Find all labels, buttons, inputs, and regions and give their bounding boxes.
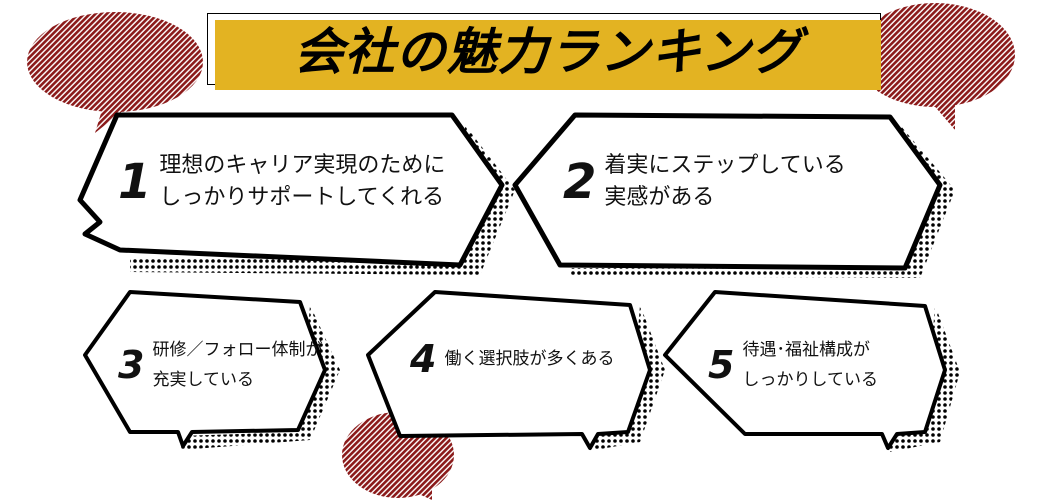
red-speech-bubble-right: [855, 3, 1015, 130]
title-background: [215, 20, 881, 90]
rank-text: 着実にステップしている 実感がある: [604, 153, 846, 210]
rank-number: 3: [118, 343, 145, 387]
rank-item-1: 1 理想のキャリア実現のために しっかりサポートしてくれる: [118, 150, 445, 214]
rank-text: 理想のキャリア実現のために しっかりサポートしてくれる: [159, 153, 446, 210]
rank-item-2: 2 着実にステップしている 実感がある: [563, 150, 846, 214]
rank-item-4: 4 働く選択肢が多くある: [410, 340, 614, 378]
rank-box-3: [83, 290, 327, 448]
rank-number: 5: [708, 343, 735, 387]
rank-number: 2: [563, 154, 597, 210]
rank-number: 1: [118, 154, 152, 210]
rank-number: 4: [410, 337, 437, 381]
rank-text: 研修／フォロー体制が 充実している: [152, 340, 323, 390]
dot-shadow-4: [595, 305, 665, 450]
rank-box-1: [77, 112, 505, 268]
rank-box-4: [366, 290, 652, 450]
rank-item-3: 3 研修／フォロー体制が 充実している: [118, 335, 322, 395]
rank-box-5: [663, 290, 947, 450]
dot-shadow-1: [130, 125, 515, 275]
dot-shadow-5: [890, 305, 960, 452]
rank-item-5: 5 待遇･福祉構成が しっかりしている: [708, 335, 878, 395]
page-title: 会社の魅力ランキング: [293, 23, 803, 81]
rank-text: 待遇･福祉構成が しっかりしている: [742, 340, 878, 390]
dot-shadow-2: [570, 125, 955, 278]
red-speech-bubble-left: [27, 12, 203, 133]
rank-text: 働く選択肢が多くある: [444, 349, 615, 369]
rank-box-2: [512, 112, 943, 271]
